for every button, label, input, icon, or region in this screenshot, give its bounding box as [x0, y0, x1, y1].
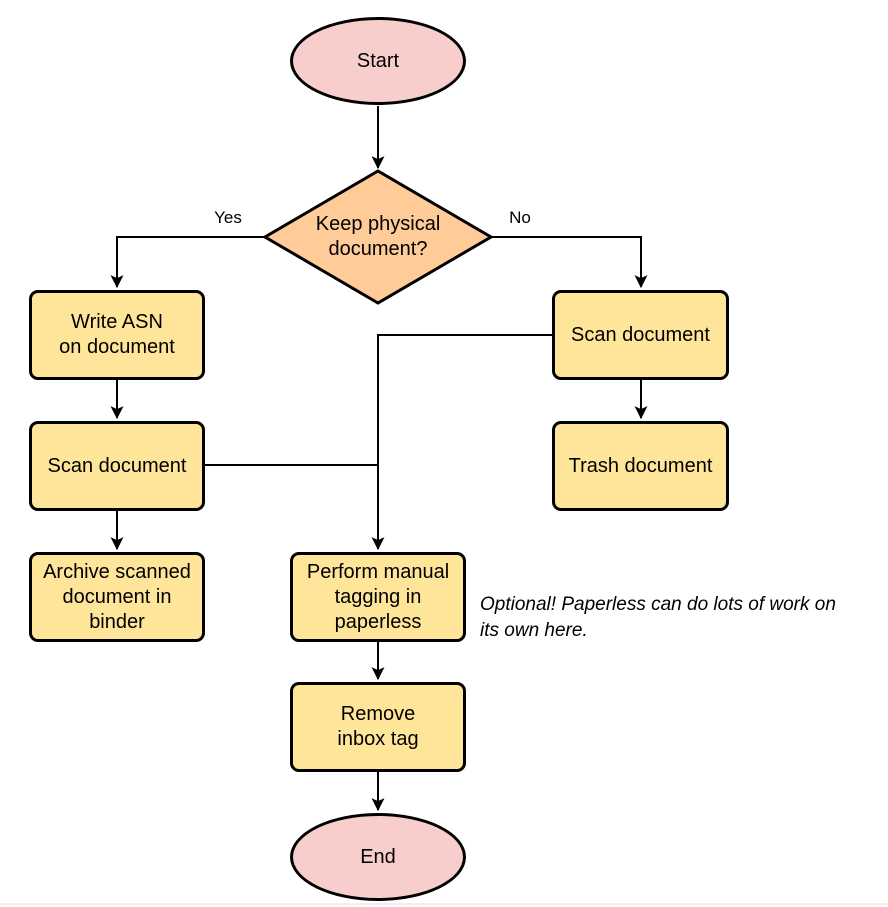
- node-remove-inbox-tag: Remove inbox tag: [290, 682, 466, 772]
- edge-decision-no-to-scan-right: [491, 236, 648, 289]
- decision-diamond-shape: [262, 169, 494, 305]
- bottom-edge-line: [0, 903, 888, 905]
- node-scan-document-left: Scan document: [29, 421, 205, 511]
- node-scan-document-right: Scan document: [552, 290, 729, 380]
- node-archive-binder: Archive scanned document in binder: [29, 552, 205, 642]
- node-end: End: [290, 813, 466, 901]
- node-write-asn: Write ASN on document: [29, 290, 205, 380]
- node-manual-tagging: Perform manual tagging in paperless: [290, 552, 466, 642]
- edge-label-no: No: [509, 208, 531, 227]
- node-trash-document: Trash document: [552, 421, 729, 511]
- node-start: Start: [290, 17, 466, 105]
- edge-label-yes: Yes: [214, 208, 242, 227]
- edge-scan-right-to-tagging: [371, 334, 552, 551]
- node-decision: Keep physical document?: [315, 213, 441, 260]
- optional-note: Optional! Paperless can do lots of work …: [480, 594, 836, 641]
- edge-decision-yes-to-write-asn: [110, 236, 265, 289]
